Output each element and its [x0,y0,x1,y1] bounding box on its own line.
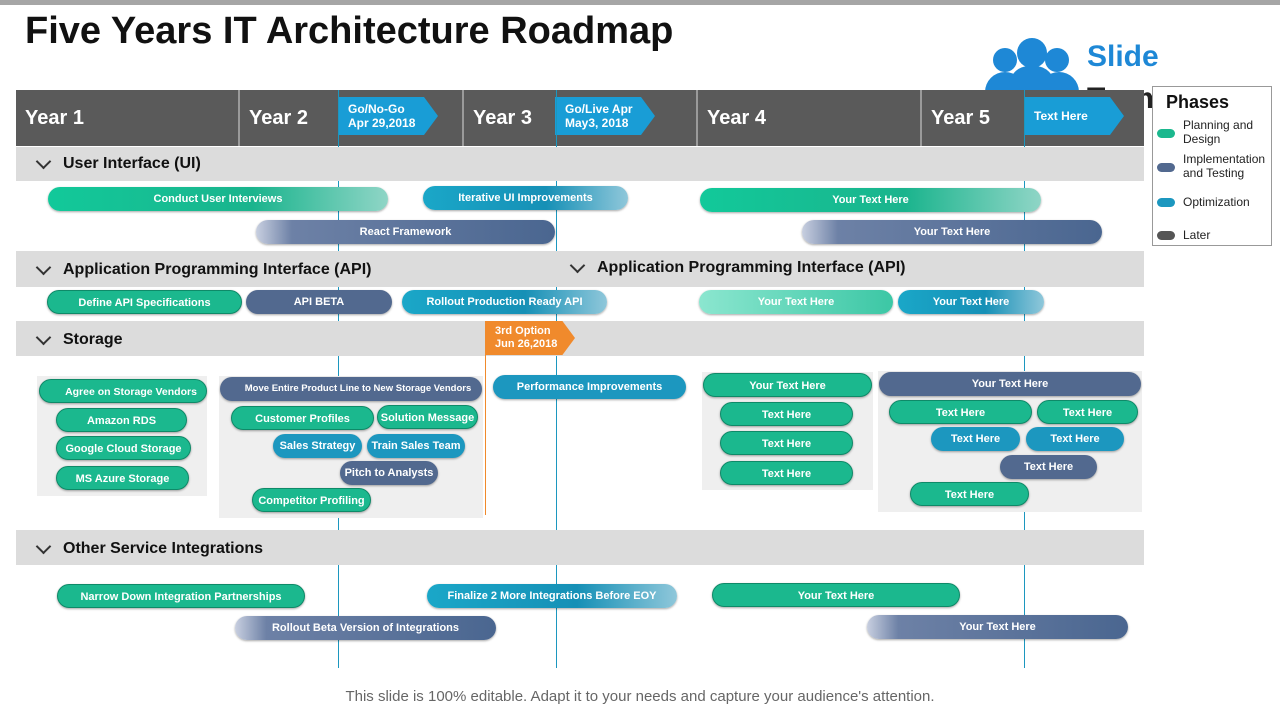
task-bar[interactable]: Your Text Here [700,188,1041,212]
section-other-header[interactable] [16,530,1144,565]
task-bar[interactable]: Text Here [931,427,1020,451]
task-bar[interactable]: Sales Strategy [273,434,362,458]
task-bar[interactable]: Pitch to Analysts [340,461,438,485]
task-bar[interactable]: Rollout Production Ready API [402,290,607,314]
chevron-down-icon [35,329,52,345]
task-bar[interactable]: Text Here [910,482,1029,506]
section-api-title: Application Programming Interface (API) [63,261,372,278]
storage-y5-header[interactable]: Your Text Here [879,372,1141,396]
task-bar[interactable]: Iterative UI Improvements [423,186,628,210]
footer-note: This slide is 100% editable. Adapt it to… [345,688,935,705]
task-bar[interactable]: Text Here [889,400,1032,424]
task-bar[interactable]: Text Here [1000,455,1097,479]
section-ui-label[interactable]: User Interface (UI) [34,147,201,181]
chevron-down-icon [569,257,586,274]
section-storage-title: Storage [63,330,123,348]
section-ui-header[interactable] [16,147,1144,181]
task-bar[interactable]: Rollout Beta Version of Integrations [235,616,496,640]
section-storage-label[interactable]: Storage [34,322,123,357]
storage-migration-header[interactable]: Move Entire Product Line to New Storage … [220,377,482,401]
milestone-option3-date: Jun 26,2018 [495,338,558,350]
year-5-header: Year 5 [920,90,1144,146]
task-bar[interactable]: Your Text Here [699,290,893,314]
task-bar[interactable]: Performance Improvements [493,375,686,399]
chevron-down-icon [35,259,52,276]
legend-swatch-optimization [1157,198,1175,207]
legend-title: Phases [1166,92,1230,112]
task-bar[interactable]: Your Text Here [712,583,960,607]
section-other-title: Other Service Integrations [63,539,264,557]
task-bar[interactable]: Text Here [720,402,853,426]
section-storage-header[interactable] [16,321,1144,356]
milestone-golive-flag: Go/Live Apr May3, 2018 [555,97,655,135]
legend-swatch-implementation [1157,163,1175,172]
chevron-down-icon [35,538,52,554]
task-bar[interactable]: MS Azure Storage [56,466,189,490]
milestone-year5-label: Text Here [1034,109,1088,123]
section-api-label[interactable]: Application Programming Interface (API) [34,252,371,288]
task-bar[interactable]: Text Here [1026,427,1124,451]
task-bar[interactable]: Narrow Down Integration Partnerships [57,584,305,608]
milestone-option3-title: 3rd Option [495,325,551,337]
legend-label-implementation: Implementation and Testing [1183,152,1266,180]
task-bar[interactable]: Conduct User Interviews [48,187,388,211]
legend-swatch-later [1157,231,1175,240]
section-api-title-duplicate: Application Programming Interface (API) [597,259,906,276]
legend-swatch-planning [1157,129,1175,138]
year-1-header: Year 1 [25,107,84,129]
legend-label-optimization: Optimization [1183,195,1250,209]
task-bar[interactable]: Customer Profiles [231,406,374,430]
task-bar[interactable]: Define API Specifications [47,290,242,314]
milestone-year5-flag: Text Here [1024,97,1124,135]
task-bar[interactable]: Competitor Profiling [252,488,371,512]
task-bar[interactable]: Your Text Here [898,290,1044,314]
task-bar[interactable]: Train Sales Team [367,434,465,458]
task-bar[interactable]: React Framework [256,220,555,244]
task-bar[interactable]: API BETA [246,290,392,314]
option3-line [485,355,486,515]
storage-y4-header[interactable]: Your Text Here [703,373,872,397]
milestone-gonogo-date: Apr 29,2018 [348,116,416,130]
page-title: Five Years IT Architecture Roadmap [25,10,674,52]
section-other-label[interactable]: Other Service Integrations [34,531,263,566]
task-bar[interactable]: Your Text Here [802,220,1102,244]
milestone-golive-date: May3, 2018 [565,116,629,130]
top-accent-bar [0,0,1280,5]
milestone-option3-flag: 3rd Option Jun 26,2018 [485,321,575,355]
section-api-header[interactable] [16,251,1144,287]
section-api-label-duplicate[interactable]: Application Programming Interface (API) [568,250,905,286]
storage-vendors-header[interactable]: Agree on Storage Vendors [39,379,207,403]
task-bar[interactable]: Amazon RDS [56,408,187,432]
year-2-header: Year 2 [238,90,462,146]
milestone-golive-title: Go/Live Apr [565,102,633,116]
chevron-down-icon [35,153,52,170]
milestone-gonogo-title: Go/No-Go [348,102,405,116]
task-bar[interactable]: Text Here [720,431,853,455]
task-bar[interactable]: Finalize 2 More Integrations Before EOY [427,584,677,608]
task-bar[interactable]: Text Here [1037,400,1138,424]
year-4-header: Year 4 [696,90,920,146]
legend-label-planning: Planning and Design [1183,118,1254,146]
legend-label-later: Later [1183,228,1211,242]
task-bar[interactable]: Solution Message [377,405,478,429]
task-bar[interactable]: Google Cloud Storage [56,436,191,460]
year-3-header: Year 3 [462,90,696,146]
task-bar[interactable]: Your Text Here [867,615,1128,639]
task-bar[interactable]: Text Here [720,461,853,485]
section-ui-title: User Interface (UI) [63,155,201,172]
milestone-gonogo-flag: Go/No-Go Apr 29,2018 [338,97,438,135]
logo-text-slide: Slide [1087,40,1159,73]
